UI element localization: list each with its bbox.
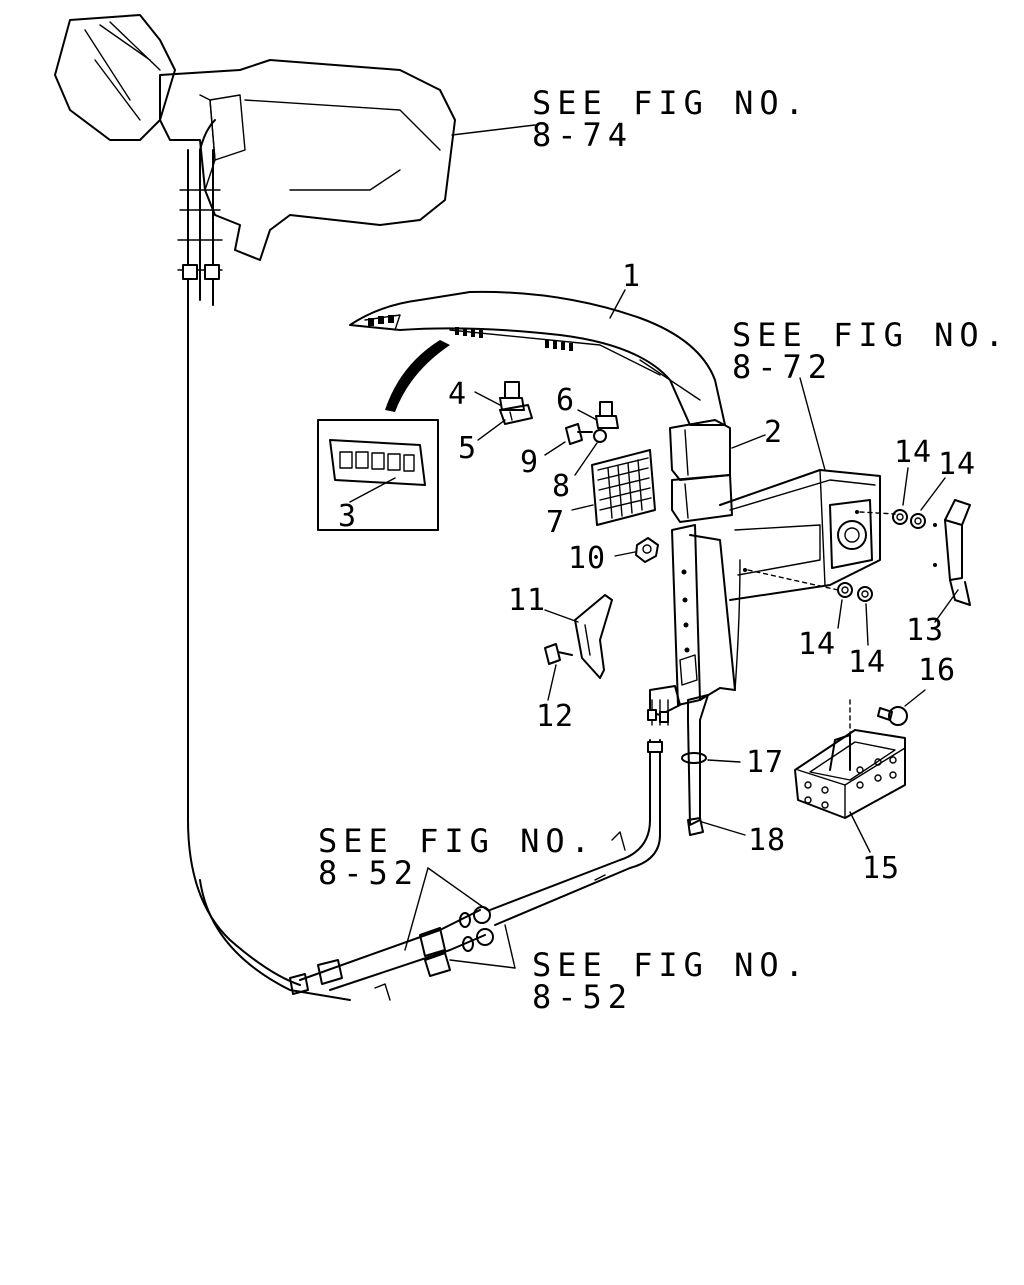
callout-10: 10 xyxy=(568,541,607,576)
callout-14-d: 14 xyxy=(848,645,887,680)
side-duct xyxy=(647,524,736,726)
part-6-screw xyxy=(595,401,619,429)
part-12-bolt xyxy=(544,643,573,665)
part-16-screw xyxy=(877,706,908,726)
part-1-duct xyxy=(349,290,726,426)
callout-12: 12 xyxy=(536,699,575,734)
callout-2: 2 xyxy=(764,415,784,450)
leader-2 xyxy=(731,434,766,449)
part-10-nut xyxy=(635,537,659,563)
callout-14-b: 14 xyxy=(938,447,977,482)
part-17-clamp xyxy=(681,752,707,764)
callout-11: 11 xyxy=(508,583,547,618)
part-4-screw xyxy=(499,381,525,411)
heater-hoses xyxy=(177,119,351,1001)
callout-15: 15 xyxy=(862,851,901,886)
part-14-nuts xyxy=(837,509,926,602)
ref-8-52-a-line1: SEE FIG NO. xyxy=(318,822,596,860)
callout-9: 9 xyxy=(520,445,540,480)
part-18-hose xyxy=(687,694,709,836)
callout-8: 8 xyxy=(552,469,572,504)
part-2-joint xyxy=(669,419,733,523)
callout-14-a: 14 xyxy=(894,435,933,470)
callout-18: 18 xyxy=(748,823,787,858)
ref-8-74-line1: SEE FIG NO. xyxy=(532,84,810,122)
lower-pipes xyxy=(289,739,663,1001)
part-7-grille xyxy=(591,449,656,526)
part-15-box xyxy=(794,729,906,819)
ref-8-52-b-line2: 8-52 xyxy=(532,978,634,1016)
part-8-washer xyxy=(593,429,607,443)
callout-6: 6 xyxy=(556,383,576,418)
ref-8-72-line1: SEE FIG NO. xyxy=(732,316,1010,354)
callout-3: 3 xyxy=(338,499,358,534)
ref-8-74-line2: 8-74 xyxy=(532,116,634,154)
ref-8-52-a-line2: 8-52 xyxy=(318,854,420,892)
leader-8-74 xyxy=(451,124,536,136)
callout-1: 1 xyxy=(622,259,642,294)
callout-17: 17 xyxy=(746,745,785,780)
leader-3 xyxy=(349,477,396,503)
callout-14-c: 14 xyxy=(798,627,837,662)
ref-8-52-b-line1: SEE FIG NO. xyxy=(532,946,810,984)
callout-13: 13 xyxy=(906,613,945,648)
detail-arrow xyxy=(385,340,450,412)
part-11-bracket xyxy=(574,594,613,679)
part-9-bolt xyxy=(565,423,593,445)
heater-unit xyxy=(54,14,456,261)
callout-16: 16 xyxy=(918,653,957,688)
leader-8-72 xyxy=(799,377,826,471)
callout-7: 7 xyxy=(546,505,566,540)
part-5-clip xyxy=(499,404,533,425)
ref-8-72-line2: 8-72 xyxy=(732,348,834,386)
leader-1 xyxy=(609,289,626,319)
callout-4: 4 xyxy=(448,377,468,412)
part-3-detail xyxy=(317,419,439,531)
part-13-bracket xyxy=(933,499,971,606)
blower-box xyxy=(719,469,881,691)
callout-5: 5 xyxy=(458,431,478,466)
